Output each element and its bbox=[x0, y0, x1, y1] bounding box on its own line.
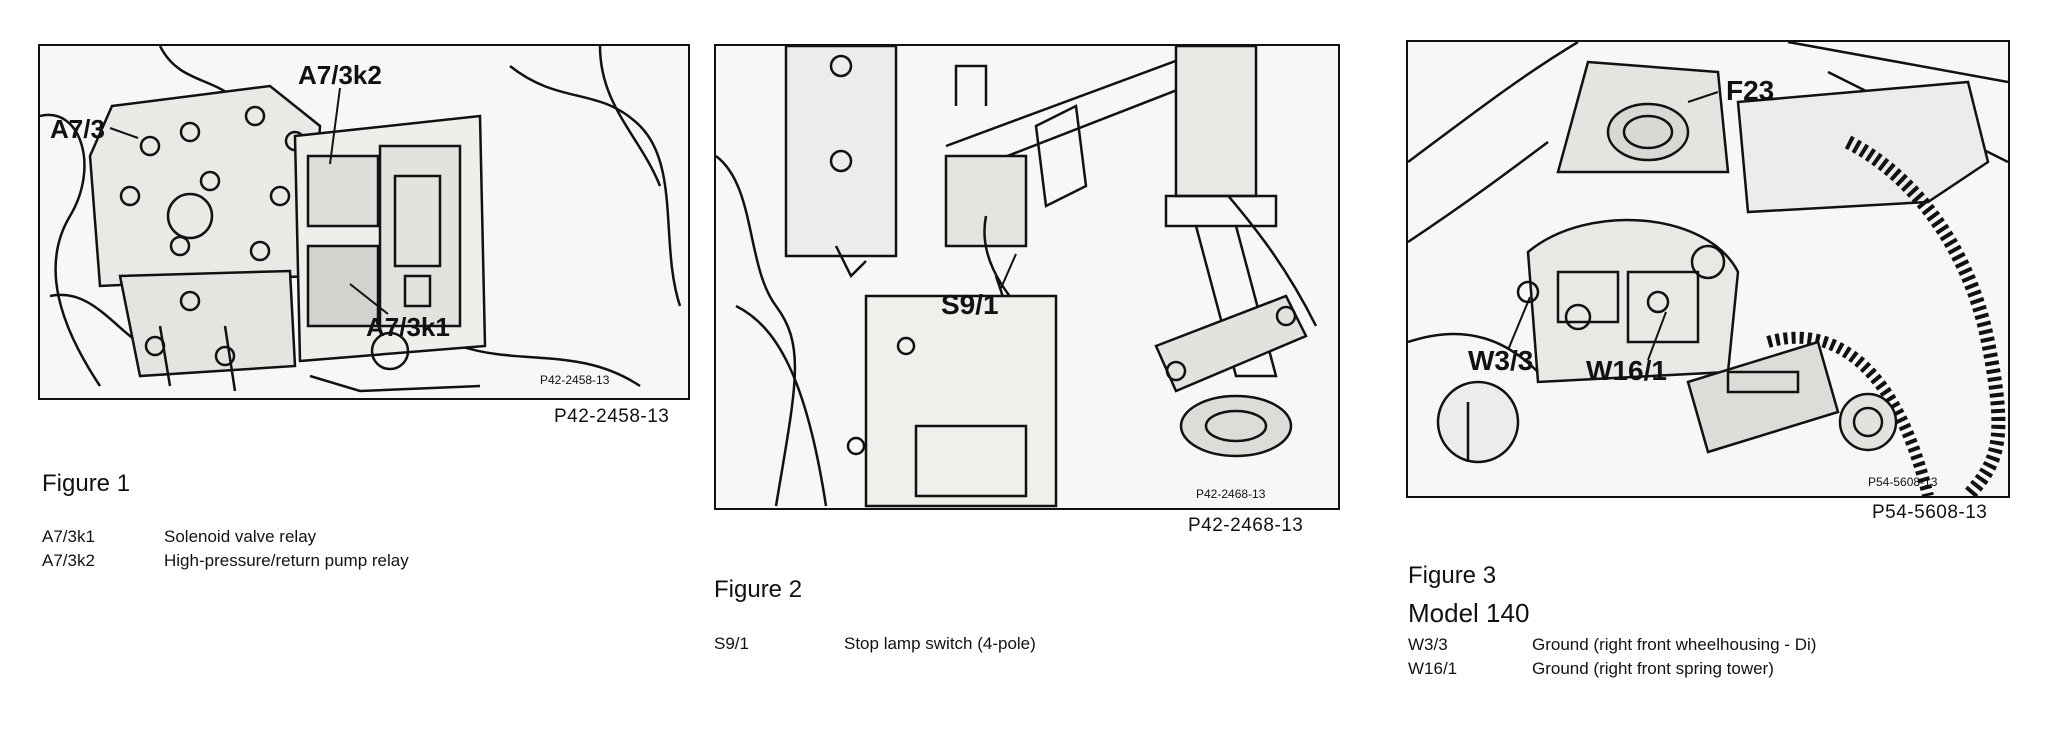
callout-f23: F23 bbox=[1726, 75, 1774, 106]
legend-code: S9/1 bbox=[714, 634, 749, 653]
figure-3-image-code: P54-5608-13 bbox=[1872, 502, 1988, 523]
legend-description: Stop lamp switch (4-pole) bbox=[844, 634, 1036, 653]
legend-code: W3/3 bbox=[1408, 635, 1448, 654]
figure-1-caption: Figure 1 bbox=[42, 470, 131, 497]
callout-a7-3: A7/3 bbox=[50, 114, 105, 144]
legend-code: W16/1 bbox=[1408, 659, 1458, 678]
callout-a7-3k2: A7/3k2 bbox=[298, 60, 382, 90]
legend-row: A7/3k1 Solenoid valve relay bbox=[42, 525, 409, 549]
figure-3-illustration: F23 W3/3 W16/1 P54-5608-13 bbox=[1408, 42, 2008, 496]
legend-row: W16/1 Ground (right front spring tower) bbox=[1408, 657, 1816, 681]
figure-2-image-code: P42-2468-13 bbox=[1188, 515, 1304, 536]
callout-a7-3k1: A7/3k1 bbox=[366, 312, 450, 342]
figure-1-legend: A7/3k1 Solenoid valve relay A7/3k2 High-… bbox=[42, 525, 409, 573]
figure-3-legend: W3/3 Ground (right front wheelhousing - … bbox=[1408, 633, 1816, 681]
figure-2-inner-stamp: P42-2468-13 bbox=[1196, 487, 1266, 501]
callout-w16-1: W16/1 bbox=[1586, 355, 1667, 386]
figure-2-caption: Figure 2 bbox=[714, 576, 803, 603]
legend-code: A7/3k1 bbox=[42, 527, 95, 546]
legend-description: Ground (right front spring tower) bbox=[1532, 659, 1774, 678]
legend-row: A7/3k2 High-pressure/return pump relay bbox=[42, 549, 409, 573]
legend-row: S9/1 Stop lamp switch (4-pole) bbox=[714, 632, 1036, 656]
figure-3-caption: Figure 3 bbox=[1408, 562, 1497, 589]
model-label: Model 140 bbox=[1408, 598, 1530, 628]
legend-description: High-pressure/return pump relay bbox=[164, 551, 409, 570]
figure-1-image: A7/3 A7/3k2 A7/3k1 P42-2458-13 bbox=[38, 44, 690, 400]
legend-description: Ground (right front wheelhousing - Di) bbox=[1532, 635, 1817, 654]
callout-s9-1: S9/1 bbox=[941, 289, 999, 320]
figure-3-inner-stamp: P54-5608-13 bbox=[1868, 475, 1938, 489]
figure-2-legend: S9/1 Stop lamp switch (4-pole) bbox=[714, 632, 1036, 656]
figure-3-image: F23 W3/3 W16/1 P54-5608-13 bbox=[1406, 40, 2010, 498]
figure-2-illustration: S9/1 P42-2468-13 bbox=[716, 46, 1318, 508]
legend-row: W3/3 Ground (right front wheelhousing - … bbox=[1408, 633, 1816, 657]
figure-1-illustration: A7/3 A7/3k2 A7/3k1 P42-2458-13 bbox=[40, 46, 682, 393]
figure-1-image-code: P42-2458-13 bbox=[554, 406, 670, 427]
legend-description: Solenoid valve relay bbox=[164, 527, 317, 546]
figure-2-image: S9/1 P42-2468-13 bbox=[714, 44, 1340, 510]
figure-1-inner-stamp: P42-2458-13 bbox=[540, 373, 610, 387]
legend-code: A7/3k2 bbox=[42, 551, 95, 570]
callout-w3-3: W3/3 bbox=[1468, 345, 1533, 376]
